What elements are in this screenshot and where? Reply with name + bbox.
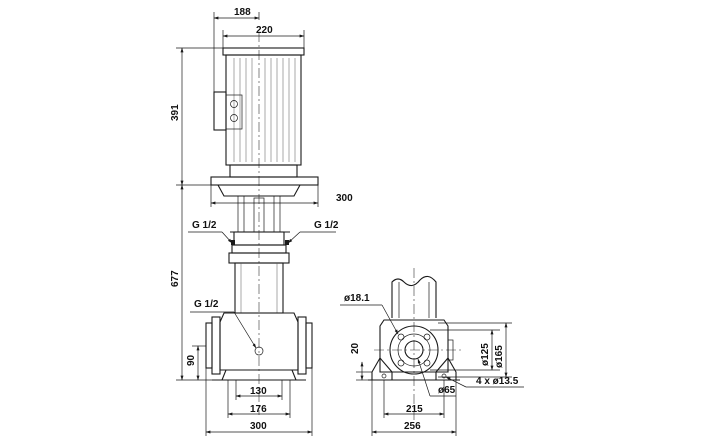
dim-677: 677 bbox=[170, 270, 181, 287]
pump-base bbox=[205, 312, 313, 381]
dim-188: 188 bbox=[234, 7, 251, 18]
base-view: ø18.1 20 ø125 ø165 4 x ø13.5 ø65 bbox=[340, 268, 524, 436]
terminal-box bbox=[213, 91, 227, 131]
thread-label-upper-left: G 1/2 bbox=[192, 220, 217, 231]
discharge-flange bbox=[297, 316, 307, 375]
cable-gland-icon bbox=[230, 100, 238, 108]
front-view: 188 220 391 300 G 1/2 G 1/2 bbox=[170, 7, 353, 436]
suction-flange bbox=[211, 316, 221, 375]
dim-dia-125: ø125 bbox=[480, 343, 491, 366]
dim-130: 130 bbox=[250, 386, 267, 397]
vent-plug-left bbox=[231, 240, 235, 245]
dim-300-upper: 300 bbox=[336, 193, 353, 204]
dim-215: 215 bbox=[406, 404, 423, 415]
dim-220: 220 bbox=[256, 25, 273, 36]
thread-label-lower-left: G 1/2 bbox=[194, 299, 219, 310]
dim-90: 90 bbox=[186, 354, 197, 366]
dim-dia-65: ø65 bbox=[438, 385, 456, 396]
vent-plug-right bbox=[285, 240, 289, 245]
dim-256: 256 bbox=[404, 421, 421, 432]
dim-dia-165: ø165 bbox=[494, 345, 505, 368]
bolt-hole-icon bbox=[397, 359, 405, 367]
flange-outer bbox=[389, 325, 439, 375]
cable-gland-icon bbox=[230, 114, 238, 122]
dim-176: 176 bbox=[250, 404, 267, 415]
bolt-hole-icon bbox=[423, 333, 431, 341]
flange-bore bbox=[404, 340, 424, 360]
bolt-hole-icon bbox=[423, 359, 431, 367]
dim-391: 391 bbox=[170, 104, 181, 121]
motor bbox=[213, 47, 305, 178]
pump-body bbox=[228, 240, 290, 314]
dim-20: 20 bbox=[350, 342, 361, 354]
drain-plug-icon bbox=[254, 346, 264, 356]
bolt-hole-icon bbox=[397, 333, 405, 341]
front-dimensions: 188 220 391 300 G 1/2 G 1/2 bbox=[170, 7, 353, 436]
dim-holes-4x: 4 x ø13.5 bbox=[476, 376, 519, 387]
thread-label-upper-right: G 1/2 bbox=[314, 220, 339, 231]
dim-300-lower: 300 bbox=[250, 421, 267, 432]
motor-stool bbox=[210, 176, 319, 246]
base-dimensions: ø18.1 20 ø125 ø165 4 x ø13.5 ø65 bbox=[340, 293, 524, 436]
dim-hole-18-1: ø18.1 bbox=[344, 293, 370, 304]
